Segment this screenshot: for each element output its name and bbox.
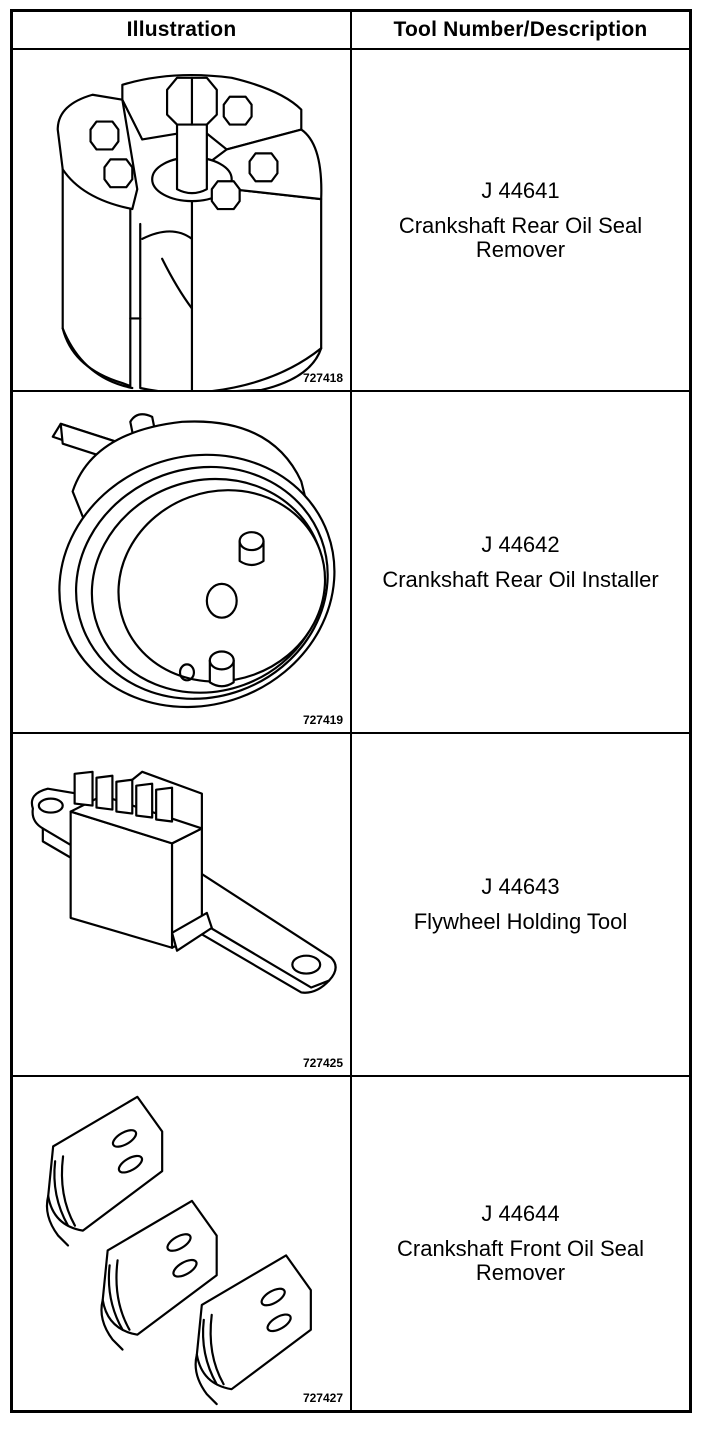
flywheel-holding-tool-icon: [30, 770, 337, 994]
illustration-cell: 727425: [13, 734, 352, 1077]
figure-number: 727418: [302, 371, 343, 385]
tool-number: J 44641: [481, 177, 560, 203]
tool-number: J 44643: [481, 874, 560, 899]
illustration-cell: 727427: [13, 1077, 352, 1410]
header-tool-description: Tool Number/Description: [352, 12, 689, 50]
seal-installer-icon: [51, 413, 336, 709]
tool-number: J 44644: [481, 1201, 560, 1226]
illustration-cell: 727419: [13, 392, 352, 734]
tool-table: Illustration Tool Number/Description: [10, 9, 692, 1413]
tool-description: Crankshaft Front Oil Seal Remover: [397, 1236, 644, 1285]
tool-description-cell: J 44642 Crankshaft Rear Oil Installer: [352, 392, 689, 734]
tool-description: Crankshaft Rear Oil Installer: [382, 566, 659, 592]
tool-description: Crankshaft Rear Oil Seal Remover: [398, 212, 643, 262]
header-illustration: Illustration: [13, 12, 352, 50]
figure-number: 727425: [302, 1056, 343, 1070]
seal-remover-icon: [56, 73, 323, 390]
figure-number: 727427: [302, 1391, 343, 1405]
figure-number: 727419: [302, 713, 343, 727]
illustration-cell: 727418: [13, 50, 352, 392]
tool-number: J 44642: [481, 531, 560, 557]
tool-description-cell: J 44643 Flywheel Holding Tool: [352, 734, 689, 1077]
tool-description: Flywheel Holding Tool: [413, 909, 628, 934]
tool-description-cell: J 44641 Crankshaft Rear Oil Seal Remover: [352, 50, 689, 392]
front-seal-remover-icon: [45, 1095, 312, 1406]
tool-description-cell: J 44644 Crankshaft Front Oil Seal Remove…: [352, 1077, 689, 1410]
